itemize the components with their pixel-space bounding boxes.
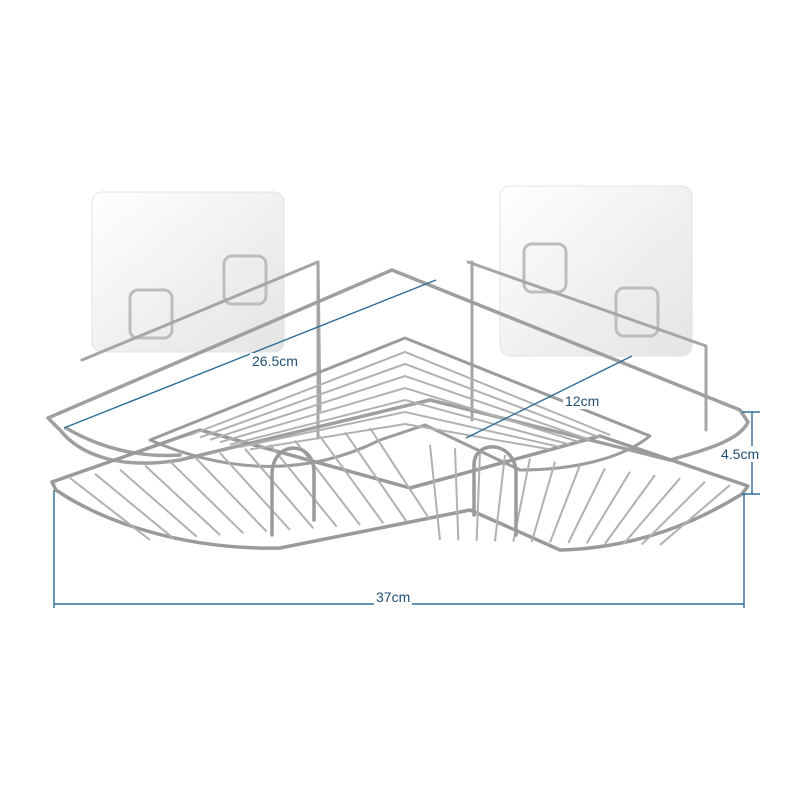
hook-icon [614, 286, 660, 338]
hook-icon [222, 254, 268, 306]
wire [604, 474, 656, 545]
depth-dimension-line [465, 355, 633, 439]
wire [189, 350, 611, 436]
back-rail [80, 260, 708, 440]
wire [239, 410, 561, 448]
height-label: 4.5cm [719, 446, 762, 462]
wire [169, 460, 245, 535]
wire [585, 471, 631, 544]
wire [194, 456, 268, 533]
wire [269, 444, 338, 528]
wire [640, 480, 706, 546]
wire [494, 454, 506, 542]
wire-grid [69, 350, 731, 546]
adhesive-pad-right [499, 185, 693, 357]
wire [659, 484, 731, 546]
length-label: 37cm [374, 589, 413, 605]
wire [475, 451, 481, 541]
width-label: 26.5cm [250, 353, 300, 369]
wire [219, 452, 291, 531]
wire [119, 468, 198, 538]
wire [219, 386, 581, 444]
wire [199, 362, 601, 439]
wire [567, 467, 606, 544]
hook-icon [522, 242, 568, 294]
wire [69, 477, 151, 541]
wire [530, 461, 556, 543]
wire [244, 448, 315, 529]
wire [319, 435, 385, 524]
hook-icon [128, 288, 174, 340]
wire [344, 431, 408, 523]
front-hooks [270, 445, 518, 537]
wire [209, 374, 591, 441]
adhesive-pad-left [91, 191, 285, 353]
wire [94, 473, 174, 540]
wire [249, 422, 551, 451]
wire [454, 448, 460, 541]
wire [369, 427, 431, 521]
wire [229, 398, 571, 446]
wire [429, 444, 441, 541]
inner-rim [148, 336, 652, 472]
wire [144, 464, 221, 536]
depth-label: 12cm [563, 393, 602, 409]
base-frame [50, 428, 750, 552]
wire [549, 464, 581, 543]
wire [622, 477, 681, 545]
